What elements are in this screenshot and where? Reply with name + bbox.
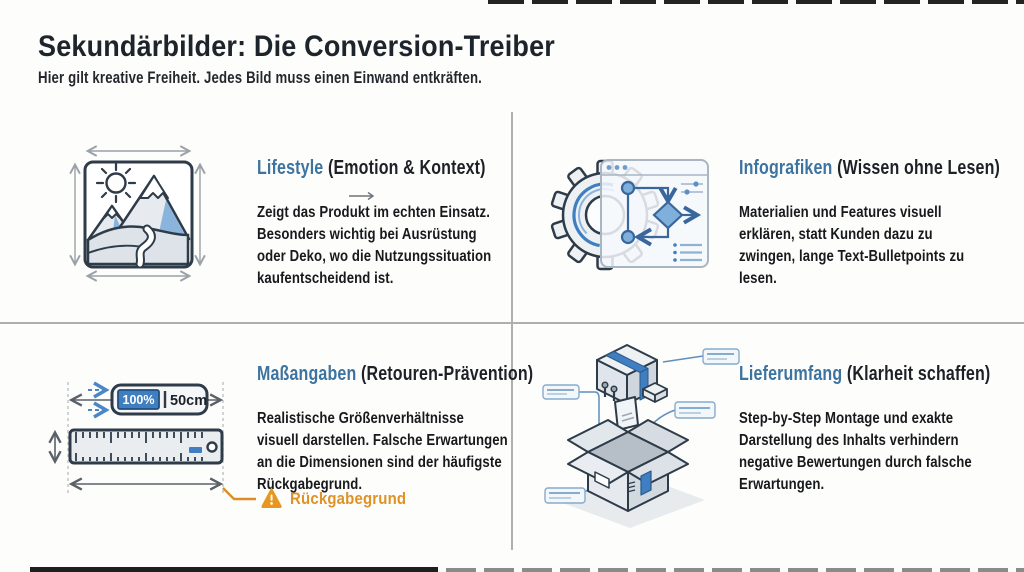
ruler	[68, 428, 224, 465]
flowchart	[620, 180, 702, 247]
winding-path	[135, 224, 156, 269]
quadrant-heading-lieferumfang: Lieferumfang (Klarheit schaffen)	[739, 363, 990, 386]
bullet-list	[673, 243, 702, 262]
quadrant-heading-massangaben: Maßangaben (Retouren-Prävention)	[257, 363, 533, 386]
return-reason-warning: Rückgabegrund	[261, 488, 406, 509]
gear-flowchart-browser-icon	[550, 159, 709, 271]
quadrant-body-lieferumfang: Step-by-Step Montage und exakte Darstell…	[739, 410, 972, 493]
page-subtitle: Hier gilt kreative Freiheit. Jedes Bild …	[38, 69, 482, 87]
underline-arrow-icon	[349, 191, 375, 201]
elbow-connector-line	[222, 487, 256, 501]
quadrant-body-massangaben: Realistische Größenverhältnisse visuell …	[257, 410, 508, 493]
callout-labels	[542, 348, 740, 504]
dimension-arrows	[69, 145, 206, 282]
quadrant-body-infografiken: Materialien und Features visuell erkläre…	[739, 204, 965, 287]
heading-keyword: Lifestyle	[257, 157, 324, 179]
percent-label: 100%	[123, 393, 155, 407]
heading-qualifier: (Klarheit schaffen)	[846, 363, 991, 385]
unboxing-exploded-box-icon	[542, 344, 740, 528]
warning-triangle-icon	[261, 488, 282, 508]
quadrant-body-lifestyle: Zeigt das Produkt im echten Einsatz. Bes…	[257, 204, 492, 287]
heading-qualifier: (Emotion & Kontext)	[327, 157, 486, 179]
page-title: Sekundärbilder: Die Conversion-Treiber	[38, 30, 555, 63]
open-box	[567, 419, 689, 512]
manual-booklet	[614, 396, 639, 431]
quadrant-heading-infografiken: Infografiken (Wissen ohne Lesen)	[739, 157, 1000, 180]
ruler-measurements-icon: 100% 50cm	[46, 381, 256, 501]
bottom-crop-bar	[30, 567, 438, 572]
screws	[601, 381, 618, 401]
framed-landscape-photo-icon	[69, 145, 206, 282]
heading-keyword: Lieferumfang	[739, 363, 843, 385]
slider-controls	[681, 181, 703, 195]
size-label: 50cm	[170, 393, 207, 409]
sun-icon	[95, 162, 137, 204]
dashed-blue-arrows	[88, 381, 110, 419]
heading-keyword: Maßangaben	[257, 363, 357, 385]
warning-label: Rückgabegrund	[290, 488, 407, 508]
size-label-pill: 100% 50cm	[110, 383, 209, 416]
heading-qualifier: (Wissen ohne Lesen)	[837, 157, 1001, 179]
heading-keyword: Infografiken	[739, 157, 833, 179]
top-crop-bar	[488, 0, 1024, 4]
vertical-divider	[511, 112, 513, 550]
quadrant-heading-lifestyle: Lifestyle (Emotion & Kontext)	[257, 157, 486, 180]
closed-box	[596, 344, 658, 405]
bottom-crop-bar-faint	[446, 568, 1024, 572]
heading-qualifier: (Retouren-Prävention)	[361, 363, 534, 385]
accessory-box	[642, 382, 668, 403]
